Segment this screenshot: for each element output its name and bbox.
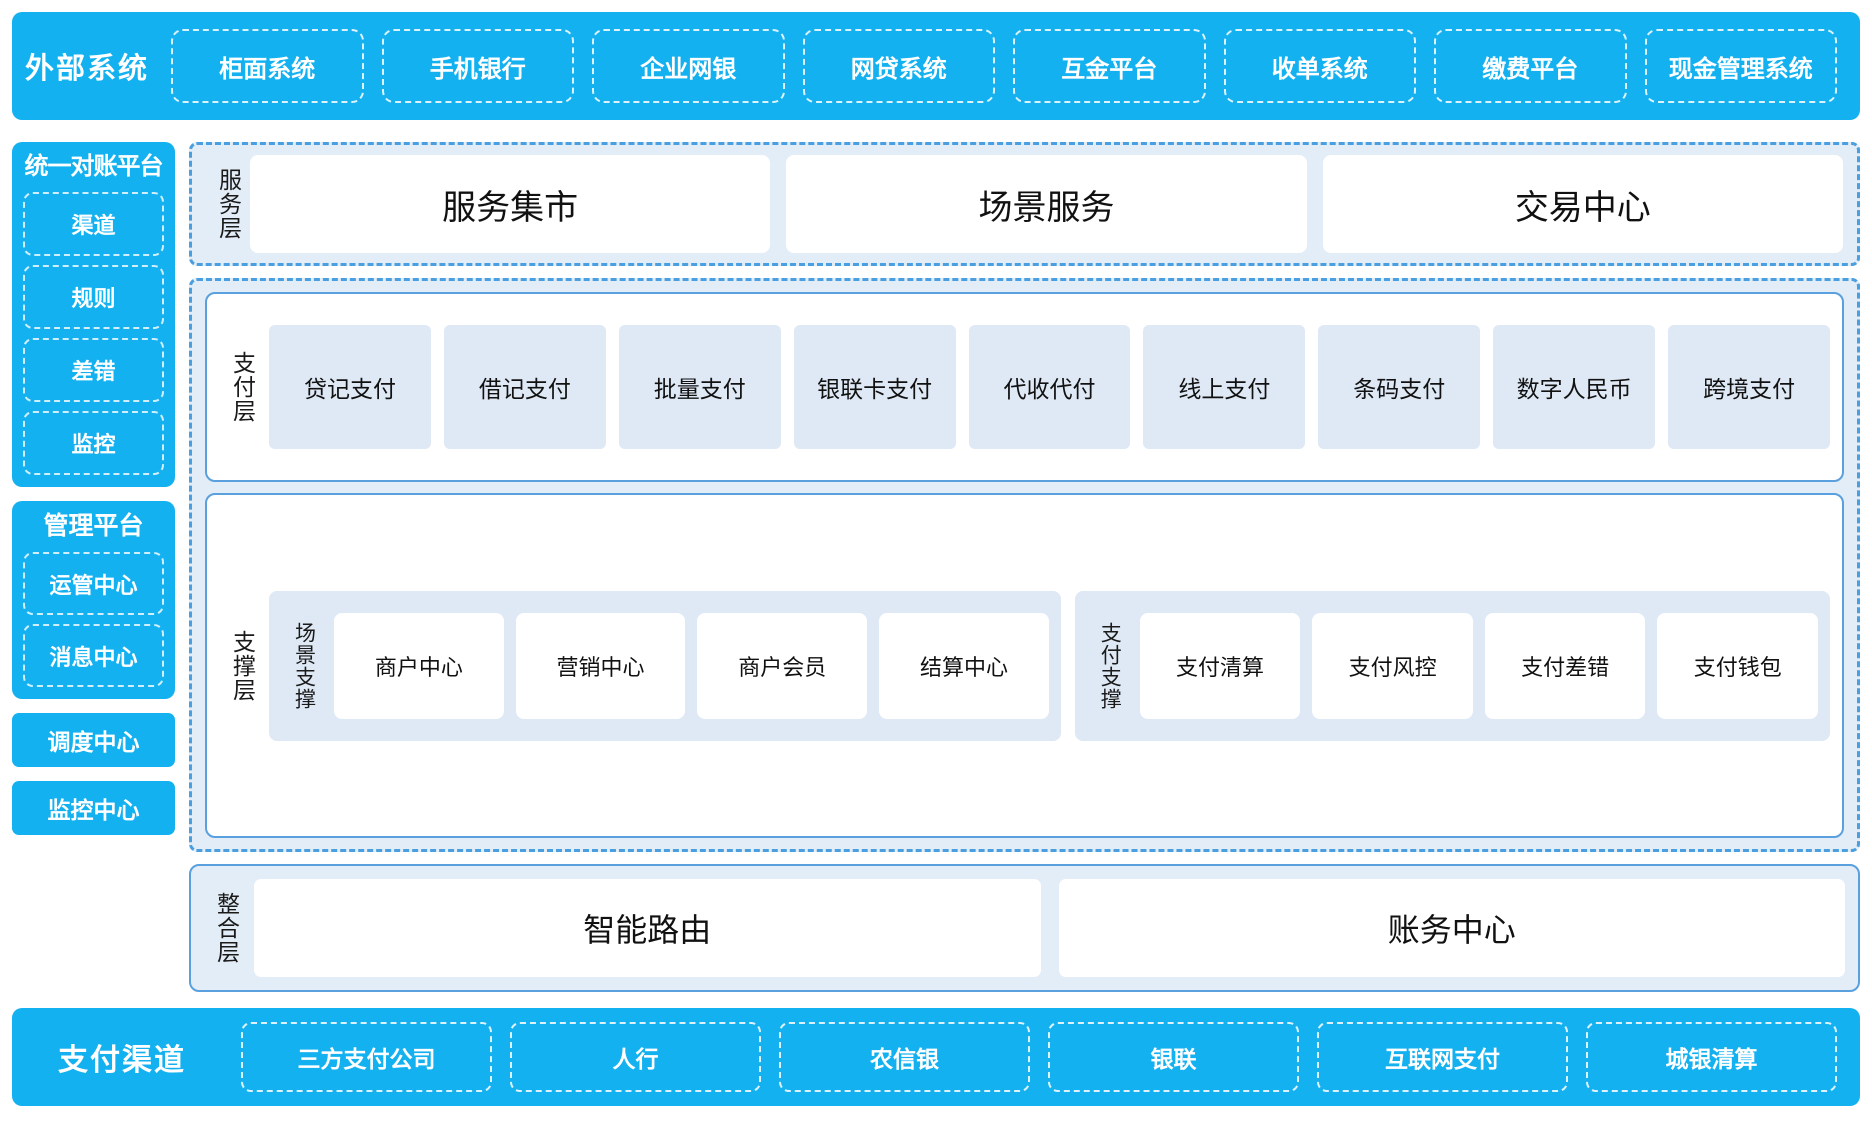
support-card-payment-wallet[interactable]: 支付钱包	[1657, 612, 1819, 719]
payment-layer-label: 支付层	[229, 351, 256, 423]
support-card-payment-clearing[interactable]: 支付清算	[1139, 612, 1301, 719]
sidebar-item-scheduling-center[interactable]: 调度中心	[12, 713, 175, 767]
support-card-merchant-member[interactable]: 商户会员	[697, 612, 868, 719]
sidebar-item-channel[interactable]: 渠道	[23, 192, 164, 256]
scenario-support-label: 场景支撑	[292, 621, 316, 710]
payment-card-credit[interactable]: 贷记支付	[269, 325, 431, 449]
channel-item-city-bank-clearing[interactable]: 城银清算	[1586, 1022, 1837, 1092]
sidebar-item-monitor[interactable]: 监控	[23, 411, 164, 475]
payment-support-subgroup: 支付支撑 支付清算 支付风控 支付差错 支付钱包	[1074, 590, 1830, 741]
external-system-item[interactable]: 网贷系统	[802, 29, 995, 103]
support-card-payment-riskcontrol[interactable]: 支付风控	[1312, 612, 1473, 719]
external-system-item[interactable]: 企业网银	[592, 29, 785, 103]
payment-card-barcode[interactable]: 条码支付	[1318, 325, 1481, 449]
channel-item-unionpay[interactable]: 银联	[1048, 1022, 1299, 1092]
reconciliation-platform-panel: 统一对账平台 渠道 规则 差错 监控	[12, 142, 175, 487]
channel-item-rcc[interactable]: 农信银	[779, 1022, 1030, 1092]
channel-item-third-party[interactable]: 三方支付公司	[241, 1022, 492, 1092]
sidebar-item-error[interactable]: 差错	[23, 338, 164, 402]
external-system-item[interactable]: 现金管理系统	[1644, 29, 1837, 103]
external-system-item[interactable]: 手机银行	[381, 29, 574, 103]
sidebar-item-rule[interactable]: 规则	[23, 265, 164, 329]
reconciliation-platform-title: 统一对账平台	[24, 153, 164, 180]
support-layer-groups: 场景支撑 商户中心 营销中心 商户会员 结算中心 支付支撑 支付清算	[269, 590, 1830, 741]
integration-card-accounting-center[interactable]: 账务中心	[1058, 879, 1845, 977]
support-card-merchant-center[interactable]: 商户中心	[334, 612, 504, 719]
service-card-marketplace[interactable]: 服务集市	[250, 155, 771, 253]
scenario-support-group: 场景支撑 商户中心 营销中心 商户会员 结算中心	[269, 590, 1061, 741]
payment-support-cards: 支付清算 支付风控 支付差错 支付钱包	[1139, 612, 1819, 719]
payment-card-collection-payment[interactable]: 代收代付	[968, 325, 1131, 449]
external-systems-bar: 外部系统 柜面系统 手机银行 企业网银 网贷系统 互金平台 收单系统 缴费平台 …	[12, 12, 1860, 120]
payment-card-unionpay[interactable]: 银联卡支付	[793, 325, 956, 449]
external-system-item[interactable]: 互金平台	[1013, 29, 1206, 103]
integration-card-smart-routing[interactable]: 智能路由	[254, 879, 1041, 977]
payment-layer-cards: 贷记支付 借记支付 批量支付 银联卡支付 代收代付 线上支付 条码支付 数字人民…	[269, 325, 1831, 449]
payment-card-batch[interactable]: 批量支付	[618, 325, 781, 449]
sidebar-item-message-center[interactable]: 消息中心	[23, 624, 164, 687]
integration-layer-box: 整合层 智能路由 账务中心	[189, 864, 1860, 992]
integration-layer-label: 整合层	[213, 892, 240, 964]
support-card-payment-error[interactable]: 支付差错	[1484, 612, 1646, 719]
support-card-marketing-center[interactable]: 营销中心	[515, 612, 686, 719]
payment-card-digital-rmb[interactable]: 数字人民币	[1493, 325, 1656, 449]
channel-item-internet-payment[interactable]: 互联网支付	[1317, 1022, 1568, 1092]
support-layer-label: 支撑层	[229, 629, 256, 702]
payment-card-cross-border[interactable]: 跨境支付	[1668, 325, 1831, 449]
payment-card-online[interactable]: 线上支付	[1143, 325, 1306, 449]
service-layer-cards: 服务集市 场景服务 交易中心	[250, 155, 1843, 253]
payment-layer-box: 支付层 贷记支付 借记支付 批量支付 银联卡支付 代收代付 线上支付 条码支付 …	[205, 292, 1844, 482]
payment-support-label: 支付支撑	[1098, 621, 1122, 710]
external-systems-title: 外部系统	[24, 53, 149, 85]
support-card-settlement-center[interactable]: 结算中心	[879, 612, 1049, 719]
payment-card-debit[interactable]: 借记支付	[443, 325, 606, 449]
main-column: 服务层 服务集市 场景服务 交易中心 支付层 贷记支付 借记支付 批量支付 银联…	[189, 142, 1860, 992]
scenario-support-cards: 商户中心 营销中心 商户会员 结算中心	[334, 612, 1049, 719]
service-card-transaction-center[interactable]: 交易中心	[1322, 155, 1843, 253]
payment-channels-bar: 支付渠道 三方支付公司 人行 农信银 银联 互联网支付 城银清算	[12, 1008, 1860, 1106]
management-platform-panel: 管理平台 运管中心 消息中心	[12, 501, 175, 699]
support-layer-box: 支撑层 场景支撑 商户中心 营销中心 商户会员 结算中心	[205, 493, 1844, 838]
integration-layer-cards: 智能路由 账务中心	[254, 879, 1845, 977]
middle-region: 统一对账平台 渠道 规则 差错 监控 管理平台 运管中心 消息中心 调度中心 监…	[12, 142, 1860, 992]
management-platform-title: 管理平台	[43, 512, 144, 540]
sidebar-item-monitoring-center[interactable]: 监控中心	[12, 781, 175, 835]
payment-channels-title: 支付渠道	[58, 1044, 186, 1077]
service-card-scenario[interactable]: 场景服务	[786, 155, 1307, 253]
channel-item-pboc[interactable]: 人行	[510, 1022, 761, 1092]
service-layer-group: 服务层 服务集市 场景服务 交易中心	[189, 142, 1860, 266]
external-system-item[interactable]: 缴费平台	[1434, 29, 1627, 103]
left-sidebar: 统一对账平台 渠道 规则 差错 监控 管理平台 运管中心 消息中心 调度中心 监…	[12, 142, 175, 992]
payment-support-group: 支付层 贷记支付 借记支付 批量支付 银联卡支付 代收代付 线上支付 条码支付 …	[189, 278, 1860, 852]
service-layer-label: 服务层	[215, 168, 242, 240]
external-system-item[interactable]: 柜面系统	[171, 29, 364, 103]
sidebar-item-operations-center[interactable]: 运管中心	[23, 552, 164, 616]
external-system-item[interactable]: 收单系统	[1223, 29, 1416, 103]
